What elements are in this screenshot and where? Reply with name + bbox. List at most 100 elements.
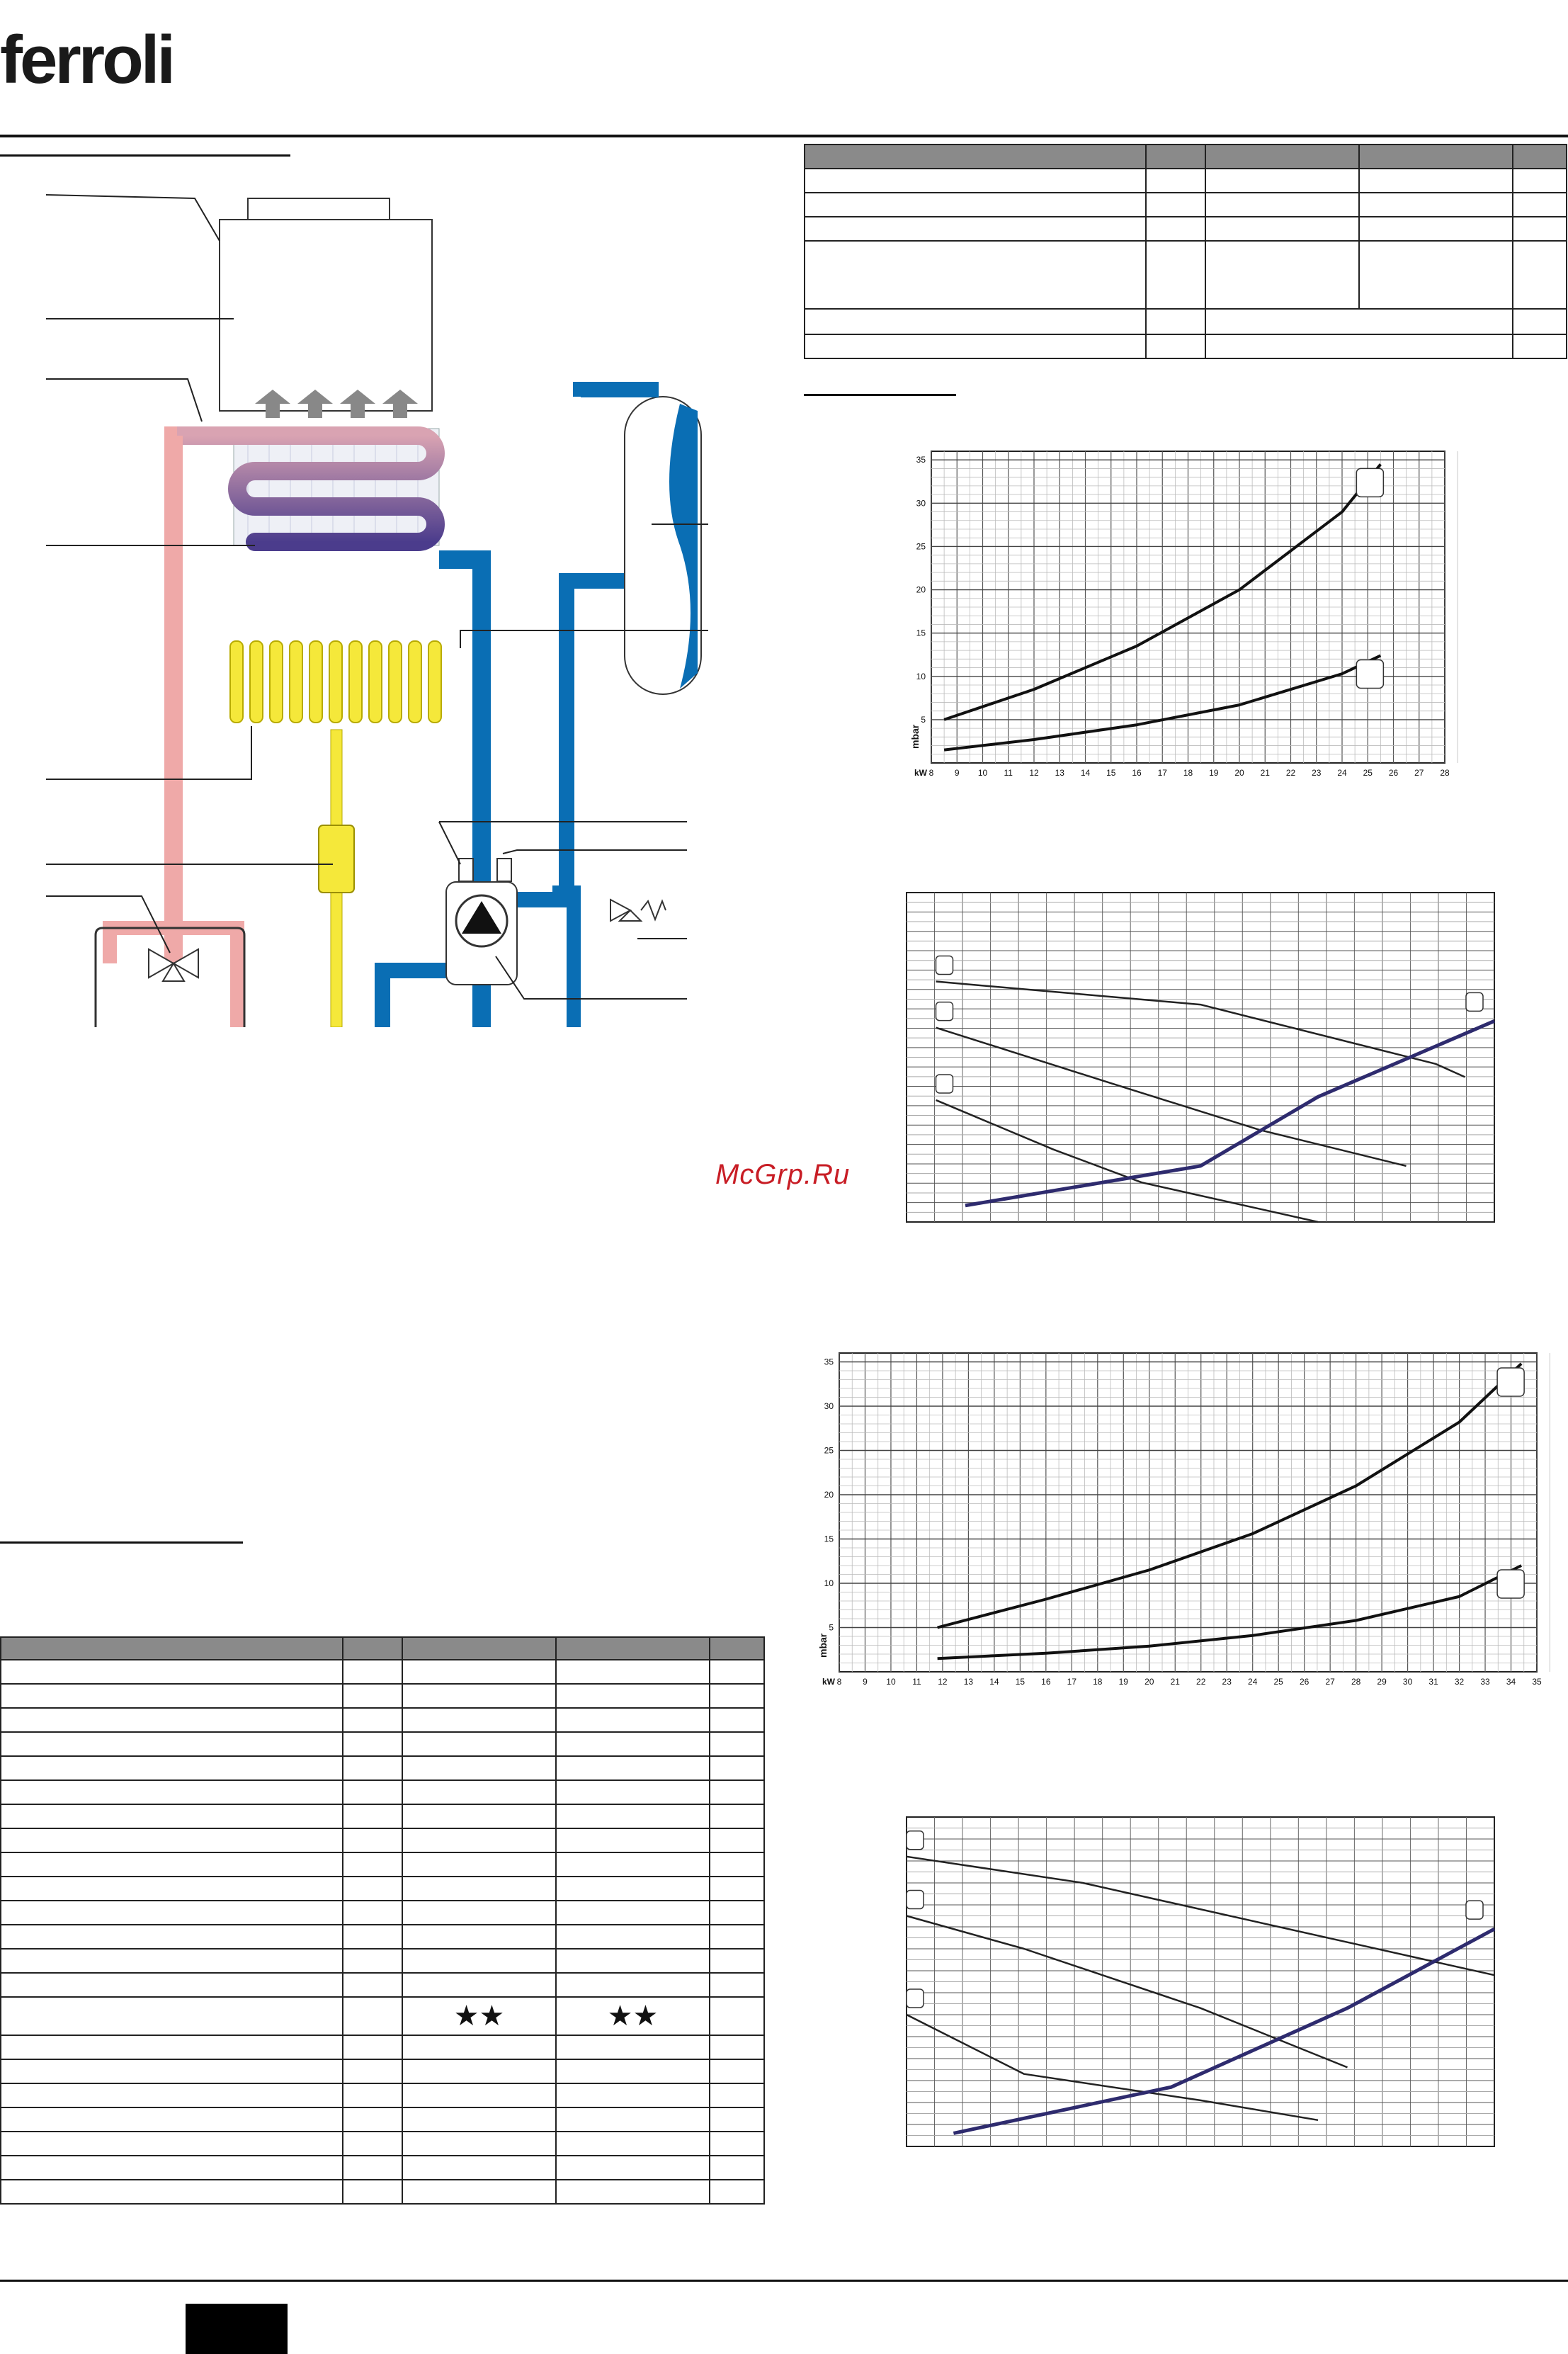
x-tick-label: 21 [1261,768,1271,778]
x-tick-label: 25 [1274,1677,1284,1687]
header-rule [0,135,1568,137]
spec-table-top [804,144,1567,359]
table-row [0,1779,765,1805]
y-tick-label: 20 [916,585,926,595]
table-row [0,1755,765,1781]
series-line [937,1362,1523,1629]
x-tick-label: 21 [1171,1677,1181,1687]
series-marker-box [906,1988,924,2008]
y-tick-label: 35 [824,1357,834,1367]
table-row [804,168,1567,193]
x-tick-label: 17 [1067,1677,1077,1687]
x-tick-label: 12 [1029,768,1039,778]
series-line [936,1099,1319,1223]
x-tick-label: 16 [1132,768,1142,778]
x-tick-label: 9 [863,1677,868,1687]
y-tick-label: 15 [916,628,926,638]
x-tick-label: 35 [1532,1677,1542,1687]
table-row [804,192,1567,217]
y-tick-label: 10 [916,672,926,681]
table-row [804,240,1567,310]
series-marker-box [1356,468,1385,498]
expansion-vessel [573,382,702,695]
y-tick-label: 30 [824,1401,834,1411]
page-number-box [186,2304,288,2354]
series-marker-box [935,955,954,975]
series-line [937,1564,1523,1660]
x-tick-label: 19 [1119,1677,1129,1687]
y-tick-label: 25 [824,1446,834,1456]
table-row [804,216,1567,242]
table-row [804,334,1567,359]
series-marker-box [1496,1367,1525,1397]
pump-head-chart-1 [906,892,1495,1223]
x-tick-label: 23 [1222,1677,1232,1687]
three-way-valve [94,927,246,1027]
flow-pipe [164,426,183,963]
x-tick-label: 19 [1209,768,1219,778]
return-pipe [439,550,491,1027]
y-tick-label: 35 [916,455,926,465]
table-row [0,1900,765,1925]
x-tick-label: 26 [1300,1677,1309,1687]
table-row [0,1924,765,1950]
x-tick-label: 9 [955,768,960,778]
brand-logo: ferroli [0,22,176,98]
footer-rule [0,2280,1568,2282]
x-tick-label: 15 [1106,768,1116,778]
series-line [943,463,1382,721]
y-tick-label: 5 [921,715,926,725]
y-tick-label: 15 [824,1534,834,1544]
series-line [936,980,1466,1078]
table-row [0,1948,765,1974]
table-row [0,2107,765,2132]
x-tick-label: 12 [938,1677,948,1687]
x-tick-label: 18 [1183,768,1193,778]
table-row [0,2131,765,2156]
x-tick-label: 33 [1480,1677,1490,1687]
x-tick-label: 30 [1403,1677,1413,1687]
table-header-row [0,1636,765,1660]
x-tick-label: 22 [1196,1677,1206,1687]
series-marker-box [935,1001,954,1022]
section-rule-charts [804,394,956,396]
x-tick-label: 10 [886,1677,896,1687]
series-marker-box [906,1889,924,1910]
x-tick-label: 22 [1286,768,1296,778]
x-tick-label: 26 [1389,768,1399,778]
series-marker-box [1465,1900,1484,1920]
x-tick-label: 28 [1351,1677,1361,1687]
section-rule-diagram [0,154,290,157]
heat-exchanger-coil [168,426,445,551]
x-axis-label: kW [822,1677,836,1687]
y-tick-label: 30 [916,498,926,508]
combustion-hood [219,198,433,418]
table-row [0,1972,765,1998]
watermark: McGrp.Ru [715,1159,851,1190]
series-line [906,2013,1319,2122]
energy-rating-stars: ★★ [402,1996,557,2036]
y-tick-label: 10 [824,1578,834,1588]
y-axis-label: mbar [909,724,921,749]
x-tick-label: 17 [1158,768,1168,778]
series-marker-box [906,1830,924,1850]
table-row [0,1659,765,1685]
x-tick-label: 24 [1337,768,1347,778]
energy-rating-stars: ★★ [555,1996,710,2036]
series-line [936,1026,1407,1167]
x-tick-label: 16 [1041,1677,1051,1687]
x-tick-label: 8 [929,768,934,778]
table-row [0,2035,765,2060]
safety-valve [610,898,666,922]
series-marker-box [1496,1569,1525,1599]
x-tick-label: 31 [1428,1677,1438,1687]
series-marker-box [1465,992,1484,1012]
callout-lines [45,194,708,1000]
table-row [0,1804,765,1829]
series-line [953,1927,1496,2135]
table-row [0,1852,765,1877]
table-row [0,1683,765,1709]
x-tick-label: 13 [1055,768,1065,778]
x-tick-label: 11 [1004,768,1013,778]
